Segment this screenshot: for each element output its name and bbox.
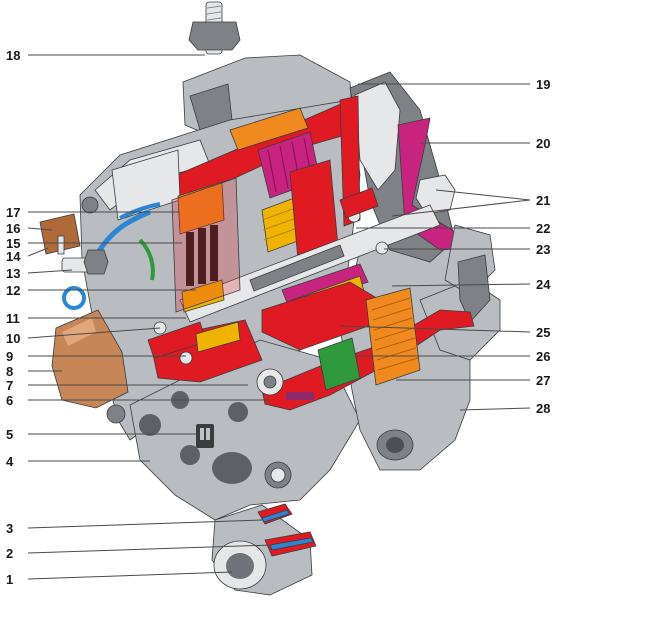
brush-block xyxy=(181,279,225,313)
terminal-ring-blue xyxy=(62,286,86,310)
leader-line xyxy=(391,283,531,287)
terminal-bolt xyxy=(81,196,99,214)
callout-label-14: 14 xyxy=(6,249,21,264)
foot-hole xyxy=(212,452,252,484)
top-nut xyxy=(188,21,241,51)
terminal-nut xyxy=(83,249,109,275)
callout-label-15: 15 xyxy=(6,236,20,251)
callout-label-9: 9 xyxy=(6,349,13,364)
callout-leaders-right xyxy=(339,83,531,411)
pivot-bushing-bore xyxy=(226,553,254,579)
foot-hole xyxy=(139,414,161,436)
stator-winding-green xyxy=(317,337,361,391)
callout-label-3: 3 xyxy=(6,521,13,536)
connector-pin xyxy=(57,235,65,255)
callout-label-2: 2 xyxy=(6,546,13,561)
leader-line xyxy=(27,544,273,554)
bushing-insert-lower xyxy=(269,537,314,551)
callout-label-12: 12 xyxy=(6,283,20,298)
brush-block-lower xyxy=(195,321,241,353)
lamination-lines xyxy=(371,297,419,371)
callout-label-17: 17 xyxy=(6,205,20,220)
callout-label-27: 27 xyxy=(536,373,550,388)
socket-pin xyxy=(200,428,204,440)
callout-label-6: 6 xyxy=(6,393,13,408)
stator-core-upper xyxy=(229,107,309,151)
callout-label-1: 1 xyxy=(6,572,13,587)
callout-labels-right: 19 20 21 22 23 24 25 26 27 28 xyxy=(536,77,551,416)
callout-label-26: 26 xyxy=(536,349,550,364)
leader-line xyxy=(27,327,161,339)
callout-label-25: 25 xyxy=(536,325,550,340)
rear-bearing-ball xyxy=(179,351,193,365)
callout-label-13: 13 xyxy=(6,266,20,281)
regulator-body xyxy=(177,181,225,235)
pulley-face xyxy=(354,81,401,191)
leader-line xyxy=(27,269,73,274)
leader-line xyxy=(339,325,531,333)
callout-label-5: 5 xyxy=(6,427,13,442)
brush-spring-frame xyxy=(171,177,241,313)
callout-label-20: 20 xyxy=(536,136,550,151)
bearing-race-front xyxy=(339,187,379,219)
drive-end-shield-section xyxy=(339,95,361,227)
leader-line xyxy=(27,571,233,580)
foot-bolt xyxy=(106,404,126,424)
stator-lamination xyxy=(365,287,421,386)
leader-line xyxy=(27,247,49,257)
gear-detail xyxy=(286,392,314,400)
foot-hole xyxy=(228,402,248,422)
front-mount-hole-bore xyxy=(386,437,404,453)
callout-label-8: 8 xyxy=(6,364,13,379)
brush xyxy=(186,232,194,286)
foot-hole xyxy=(180,445,200,465)
callout-label-24: 24 xyxy=(536,277,551,292)
callout-label-11: 11 xyxy=(6,311,20,326)
leader-line xyxy=(459,407,531,411)
brush xyxy=(210,225,218,281)
alternator-body xyxy=(39,1,501,596)
callout-label-19: 19 xyxy=(536,77,550,92)
fan-blade xyxy=(457,254,491,323)
foot-bolt-head xyxy=(270,467,286,483)
callout-label-28: 28 xyxy=(536,401,550,416)
leader-line xyxy=(27,519,263,529)
leader-line xyxy=(391,199,531,217)
socket-pin xyxy=(206,428,210,440)
callout-labels-left: 18 17 16 15 14 13 12 11 10 9 8 7 6 5 4 3… xyxy=(6,48,21,587)
callout-leaders-left xyxy=(27,54,273,580)
leader-line xyxy=(435,189,531,201)
callout-label-10: 10 xyxy=(6,331,20,346)
leader-line xyxy=(27,227,53,231)
pulley-nut xyxy=(415,174,456,215)
callout-label-7: 7 xyxy=(6,378,13,393)
bushing-insert-upper xyxy=(261,509,290,523)
regulator-socket xyxy=(196,424,214,448)
callout-label-16: 16 xyxy=(6,221,20,236)
callout-label-23: 23 xyxy=(536,242,550,257)
blue-wire-upper xyxy=(119,202,161,220)
front-bearing-ball xyxy=(375,241,389,255)
callout-label-21: 21 xyxy=(536,193,550,208)
brush xyxy=(198,228,206,284)
capacitor-highlight xyxy=(62,318,96,346)
callout-label-18: 18 xyxy=(6,48,20,63)
callout-label-22: 22 xyxy=(536,221,550,236)
callout-label-4: 4 xyxy=(6,454,14,469)
gear-boss-inner xyxy=(263,375,277,389)
shaft-splines xyxy=(249,244,345,292)
